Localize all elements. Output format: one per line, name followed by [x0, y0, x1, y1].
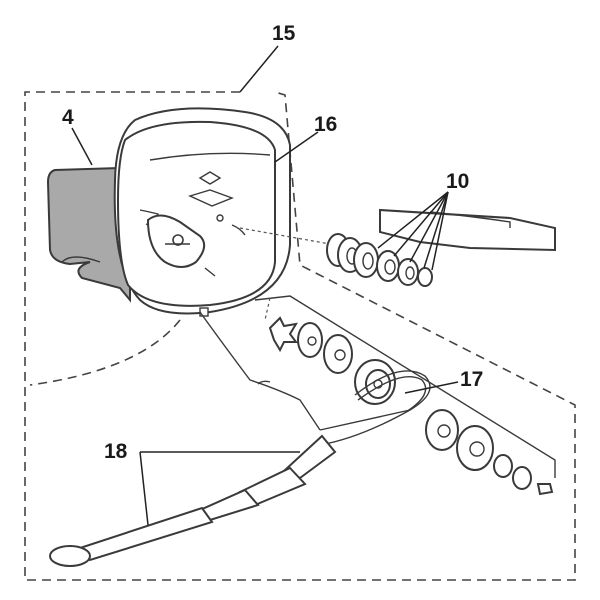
callout-15: 15: [272, 22, 296, 45]
assembly-boundary: [24, 91, 576, 581]
callout-18: 18: [104, 440, 128, 463]
leader-4: [71, 127, 93, 166]
callout-17: 17: [460, 368, 483, 391]
callout-10: 10: [446, 170, 469, 193]
callout-4: 4: [62, 106, 74, 129]
part-10-bracket-washers: [239, 191, 556, 287]
part-18-handle-cable: [49, 311, 411, 567]
part-17-lever-assembly: [254, 295, 556, 496]
leader-dash-left: [29, 319, 181, 386]
callout-16: 16: [314, 113, 337, 136]
part-16-housing: [113, 107, 291, 317]
part-4-gasket: [46, 166, 131, 303]
leader-16: [274, 131, 319, 163]
leader-15: [239, 45, 279, 93]
